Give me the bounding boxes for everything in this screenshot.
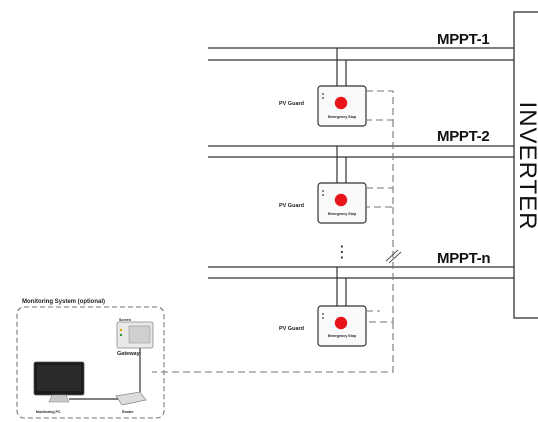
guard-status-dots xyxy=(322,313,324,315)
inverter-label: INVERTER xyxy=(514,102,538,231)
emergency-stop-caption: Emergency Stop xyxy=(328,334,357,338)
bus-label: MPPT-1 xyxy=(437,31,489,48)
pv-guard-2: Emergency Stop PV Guard xyxy=(279,146,367,224)
guard-status-dots xyxy=(322,190,324,192)
monitoring-system: Monitoring System (optional) Screen Gate… xyxy=(16,299,165,419)
inverter: INVERTER xyxy=(513,11,538,319)
bus-mppt-n: MPPT-n xyxy=(208,250,514,279)
emergency-stop-button[interactable] xyxy=(334,316,348,330)
bus-label: MPPT-2 xyxy=(437,128,489,145)
gateway-top-label: Screen xyxy=(119,318,131,322)
inverter-box xyxy=(513,11,538,319)
monitoring-pc: Monitoring PC xyxy=(33,361,118,414)
emergency-stop-caption: Emergency Stop xyxy=(328,115,357,119)
emergency-stop-caption: Emergency Stop xyxy=(328,212,357,216)
gateway-led xyxy=(119,328,123,332)
pc-label: Monitoring PC xyxy=(36,410,61,414)
emergency-stop-button[interactable] xyxy=(334,193,348,207)
pc-screen xyxy=(37,365,81,391)
guard-status-dots xyxy=(322,194,324,196)
bus-mppt-2: MPPT-2 xyxy=(208,128,514,158)
ellipsis: ⋮ xyxy=(334,242,350,261)
guard-label: PV Guard xyxy=(279,101,304,107)
communication-link xyxy=(152,90,402,373)
router-label: Router xyxy=(122,410,134,414)
guard-status-dots xyxy=(322,97,324,99)
comm-dashed-line xyxy=(152,322,394,373)
guard-status-dots xyxy=(322,93,324,95)
pv-guard-3: Emergency Stop PV Guard xyxy=(279,267,367,347)
gateway-led xyxy=(119,333,123,337)
gateway-screen xyxy=(128,325,151,344)
guard-label: PV Guard xyxy=(279,203,304,209)
gateway-label: Gateway xyxy=(117,351,141,357)
comm-dashed-line xyxy=(366,90,394,121)
emergency-stop-button[interactable] xyxy=(334,96,348,110)
guard-label: PV Guard xyxy=(279,326,304,332)
bus-mppt-1: MPPT-1 xyxy=(208,31,514,61)
guard-status-dots xyxy=(322,317,324,319)
monitoring-system-title: Monitoring System (optional) xyxy=(22,299,105,305)
router-device xyxy=(115,391,147,406)
comm-dashed-line xyxy=(366,207,394,323)
router: Router xyxy=(115,348,147,414)
gateway: Screen Gateway xyxy=(116,318,154,357)
monitoring-system-frame xyxy=(16,306,165,419)
bus-label: MPPT-n xyxy=(437,250,490,267)
comm-dashed-line xyxy=(366,120,394,208)
break-mark xyxy=(388,251,402,264)
pc-stand xyxy=(48,394,70,403)
break-mark xyxy=(385,249,399,262)
pv-guard-1: Emergency Stop PV Guard xyxy=(279,48,367,127)
